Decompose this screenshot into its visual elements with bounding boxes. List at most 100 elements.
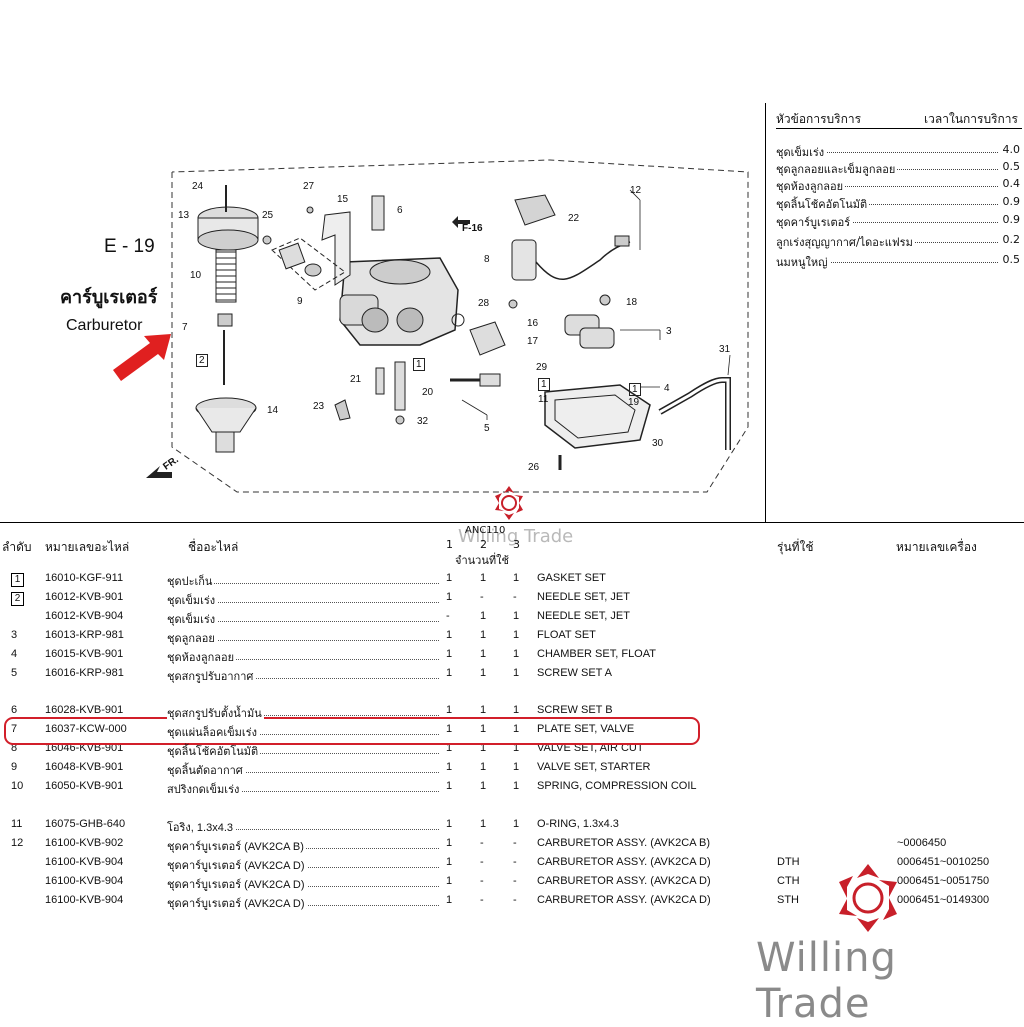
row-index: 3 [11, 629, 18, 641]
row-qty-2: 1 [480, 572, 487, 584]
row-qty-3: - [513, 875, 517, 887]
row-qty-1: 1 [446, 761, 453, 773]
row-qty-1: 1 [446, 856, 453, 868]
row-part-number: 16010-KGF-911 [45, 572, 124, 584]
callout-14: 14 [267, 405, 279, 416]
highlight-row-7 [4, 717, 700, 745]
row-description: CARBURETOR ASSY. (AVK2CA B) [537, 837, 711, 849]
row-qty-2: - [480, 856, 484, 868]
row-name: ชุดห้องลูกลอย [167, 652, 237, 664]
row-qty-2: 1 [480, 742, 487, 754]
service-value: 4.0 [1000, 143, 1020, 156]
callout-7: 7 [182, 322, 188, 333]
service-header-item: หัวข้อการบริการ [776, 112, 862, 126]
row-qty-3: 1 [513, 610, 520, 622]
row-description: CARBURETOR ASSY. (AVK2CA D) [537, 856, 711, 868]
row-qty-3: 1 [513, 704, 520, 716]
row-qty-1: 1 [446, 780, 453, 792]
row-qty-1: 1 [446, 837, 453, 849]
section-title-th: คาร์บูเรเตอร์ [60, 287, 158, 308]
row-qty-3: 1 [513, 648, 520, 660]
row-name: ชุดลิ้นโช้คอัตโนมัติ [167, 746, 261, 758]
row-part-number: 16100-KVB-904 [45, 856, 124, 868]
row-name-cell: ชุดปะเก็น [167, 572, 439, 590]
row-name-cell: ชุดลิ้นโช้คอัตโนมัติ [167, 742, 439, 760]
row-part-number: 16016-KRP-981 [45, 667, 124, 679]
row-qty-3: 1 [513, 723, 520, 735]
row-model: CTH [777, 875, 800, 887]
row-qty-2: 1 [480, 780, 487, 792]
pointer-arrow [113, 334, 171, 381]
service-value: 0.9 [1000, 213, 1020, 226]
row-qty-3: 1 [513, 780, 520, 792]
row-part-number: 16037-KCW-000 [45, 723, 127, 735]
callout-9: 9 [297, 296, 303, 307]
row-name: ชุดลิ้นตัดอากาศ [167, 765, 245, 777]
callout-25: 25 [262, 210, 274, 221]
row-part-number: 16012-KVB-901 [45, 591, 124, 603]
service-header: หัวข้อการบริการ เวลาในการบริการ [776, 108, 1022, 129]
row-frame-number: 0006451~0149300 [897, 894, 990, 906]
callout-3: 3 [666, 326, 672, 337]
row-qty-3: - [513, 837, 517, 849]
row-part-number: 16100-KVB-904 [45, 875, 124, 887]
row-qty-2: 1 [480, 648, 487, 660]
row-part-number: 16075-GHB-640 [45, 818, 126, 830]
service-value: 0.9 [1000, 195, 1020, 208]
row-part-number: 16046-KVB-901 [45, 742, 124, 754]
row-index: 7 [11, 723, 18, 735]
row-qty-1: 1 [446, 742, 453, 754]
row-qty-2: - [480, 894, 484, 906]
service-row: ชุดคาร์บูเรเตอร์0.9 [776, 213, 1020, 229]
row-description: GASKET SET [537, 572, 606, 584]
row-description: O-RING, 1.3x4.3 [537, 818, 619, 830]
callout-2: 2 [196, 354, 208, 367]
row-name: โอริง, 1.3x4.3 [167, 822, 235, 834]
row-qty-2: - [480, 837, 484, 849]
row-name-cell: ชุดคาร์บูเรเตอร์ (AVK2CA B) [167, 837, 439, 855]
callout-23: 23 [313, 401, 325, 412]
row-qty-3: - [513, 591, 517, 603]
table-top-rule [0, 522, 1024, 523]
row-qty-2: - [480, 591, 484, 603]
callout-1-b: 1 [538, 378, 550, 391]
service-header-time: เวลาในการบริการ [924, 112, 1018, 126]
row-name: ชุดคาร์บูเรเตอร์ (AVK2CA D) [167, 879, 307, 891]
row-name: ชุดลูกลอย [167, 633, 217, 645]
row-name: ชุดคาร์บูเรเตอร์ (AVK2CA D) [167, 860, 307, 872]
brand-logo-large [839, 864, 897, 932]
col-header-qty-1: 1 [446, 538, 453, 551]
callout-17: 17 [527, 336, 539, 347]
row-index: 2 [11, 592, 24, 606]
row-part-number: 16100-KVB-902 [45, 837, 124, 849]
callout-20: 20 [422, 387, 434, 398]
row-qty-3: 1 [513, 629, 520, 641]
service-value: 0.2 [1000, 233, 1020, 246]
row-name-cell: ชุดเข็มเร่ง [167, 610, 439, 628]
row-frame-number: 0006451~0010250 [897, 856, 990, 868]
row-qty-2: 1 [480, 704, 487, 716]
col-header-qty-3: 3 [513, 538, 520, 551]
callout-28: 28 [478, 298, 490, 309]
row-frame-number: ~0006450 [897, 837, 947, 849]
service-value: 0.5 [1000, 253, 1020, 266]
watermark-large: Willing Trade [756, 935, 897, 1027]
row-description: SCREW SET A [537, 667, 612, 679]
row-frame-number: 0006451~0051750 [897, 875, 990, 887]
row-name-cell: ชุดแผ่นล็อคเข็มเร่ง [167, 723, 439, 741]
row-name-cell: ชุดสกรูปรับตั้งน้ำมัน [167, 704, 439, 722]
row-qty-1: 1 [446, 648, 453, 660]
row-qty-1: 1 [446, 723, 453, 735]
col-header-part-no: หมายเลขอะไหล่ [45, 540, 130, 554]
row-index: 4 [11, 648, 18, 660]
callout-27: 27 [303, 181, 315, 192]
callout-11: 11 [538, 394, 549, 405]
